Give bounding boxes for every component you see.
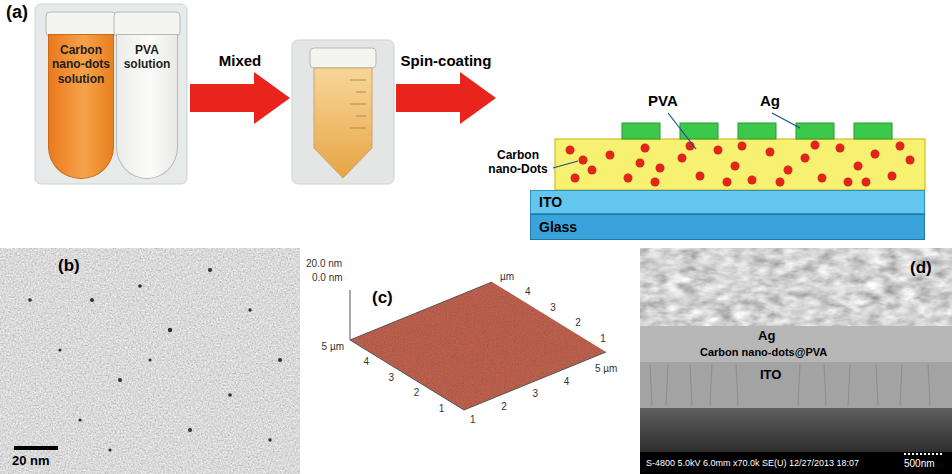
axis-label: 1 [600,332,606,343]
instrument-info: S-4800 5.0kV 6.0mm x70.0k SE(U) 12/27/20… [646,458,859,468]
node-text: ITO [539,194,562,211]
sem-ito-layer [640,362,952,408]
sem-film-layer [640,326,952,364]
layer-label: Carbon nano-dots@PVA [700,346,827,358]
glass-layer: Glass [530,214,925,240]
photo-background [35,4,187,184]
scale-bar [14,446,58,450]
red-arrow [396,72,496,124]
solution-tube: PVA solution [116,34,178,179]
sem-substrate [640,408,952,452]
panel-label: (c) [372,288,393,308]
axis-label: 2 [501,401,507,412]
pva-layer [555,139,925,190]
photo-background [292,40,394,184]
axis-label: 4 [525,286,531,297]
axis-label: 5 µm [322,341,344,352]
layer-label: ITO [760,367,781,382]
axis-label: 2 [414,387,420,398]
panel-label: (b) [58,256,80,276]
part-label: Carbon nano-Dots [486,148,550,176]
tube-cap [46,12,116,36]
axis-label: 4 [364,356,370,367]
scale-label: 500nm [904,458,935,469]
axis-label: µm [500,271,514,282]
afm-axes [350,282,606,410]
sem-ag-layer [640,248,952,328]
red-arrow [190,72,290,124]
tube-cap [310,48,376,68]
solution-tube: Carbon nano-dots solution [48,34,114,179]
axis-label: 3 [550,301,556,312]
tem-image [0,248,300,474]
axis-label: 20.0 nm [306,258,342,269]
node-text: Glass [539,219,577,236]
node-text: PVA solution [118,43,176,72]
process-arrow: Mixed [190,52,290,124]
leader-lines [553,113,800,168]
carbon-dots [566,141,915,187]
part-label: Ag [760,92,780,109]
axis-label: 5 µm [595,363,617,374]
tem-particles [28,268,282,452]
layer-label: Ag [758,328,775,343]
sem-ito-columns [650,364,930,406]
tube-cap [114,12,180,36]
sem-info-bar [640,452,952,474]
axis-label: 4 [564,376,570,387]
part-label: PVA [648,92,678,109]
axis-label: 2 [575,317,581,328]
afm-surface [350,282,606,410]
arrow-label: Mixed [190,52,290,70]
axis-label: 3 [532,388,538,399]
panel-label: (d) [910,258,932,278]
arrow-label: Spin-coating [396,52,496,70]
red-arrow-shape [190,72,290,124]
sem-scale-ticks [904,453,942,455]
axis-label: 1 [470,414,476,425]
ag-electrodes [622,123,892,139]
axis-label: 1 [439,402,445,413]
axis-label: 3 [389,371,395,382]
mixed-tube [314,68,372,178]
panel-label: (a) [6,2,28,23]
process-arrow: Spin-coating [396,52,496,124]
node-text: Carbon nano-dots solution [50,43,112,86]
scale-label: 20 nm [12,453,50,468]
axis-label: 0.0 nm [312,272,343,283]
red-arrow-shape [396,72,496,124]
afm-background [300,248,640,474]
ito-layer: ITO [530,190,925,214]
tube-graduations [350,80,366,128]
